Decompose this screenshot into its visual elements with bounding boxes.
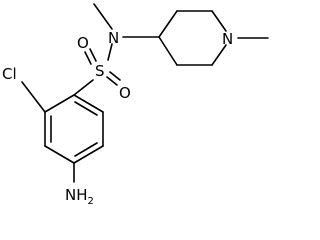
bond-sulfur-oxygen-top-b bbox=[89, 48, 97, 62]
ring-bond-c6-c1 bbox=[73, 94, 104, 113]
chlorine-label: Cl bbox=[2, 65, 17, 83]
bond-ring-chlorine bbox=[21, 81, 46, 113]
bond-sulfur-oxygen-bottom-b bbox=[109, 71, 121, 81]
benzene-ring bbox=[44, 94, 104, 164]
ring-bond-c4-c5 bbox=[73, 145, 104, 164]
bond-nitrogen-methyl bbox=[93, 3, 113, 30]
oxygen-top-label: O bbox=[77, 34, 89, 52]
pip-bond-n-c6 bbox=[211, 44, 227, 66]
molecule-structure: Cl S O O N N NH2 bbox=[2, 3, 269, 207]
piperidine-nitrogen-label: N bbox=[222, 30, 233, 48]
sulfur-label: S bbox=[95, 62, 105, 80]
amine-label-subscript: 2 bbox=[88, 196, 94, 207]
pip-bond-c4-c3 bbox=[158, 10, 178, 38]
bond-sulfur-oxygen-bottom-a bbox=[106, 76, 118, 86]
ring-bond-c1-c2 bbox=[44, 94, 75, 113]
bond-sulfur-nitrogen bbox=[107, 43, 113, 61]
piperidine-ring bbox=[158, 10, 227, 66]
ring-bond-c6-c1-inner bbox=[74, 101, 98, 116]
ring-bond-c4-c5-inner bbox=[74, 142, 98, 157]
oxygen-bottom-label: O bbox=[119, 84, 131, 102]
bond-ring-sulfur bbox=[73, 79, 94, 96]
sulfonamide-nitrogen-label: N bbox=[108, 29, 119, 47]
amine-label-main: NH bbox=[65, 186, 88, 204]
ring-bond-c3-c4 bbox=[44, 145, 75, 164]
pip-bond-c2-n bbox=[211, 10, 227, 32]
bond-sulfur-oxygen-top-a bbox=[84, 51, 92, 65]
amine-label: NH2 bbox=[65, 186, 94, 207]
pip-bond-c5-c4 bbox=[158, 36, 178, 66]
